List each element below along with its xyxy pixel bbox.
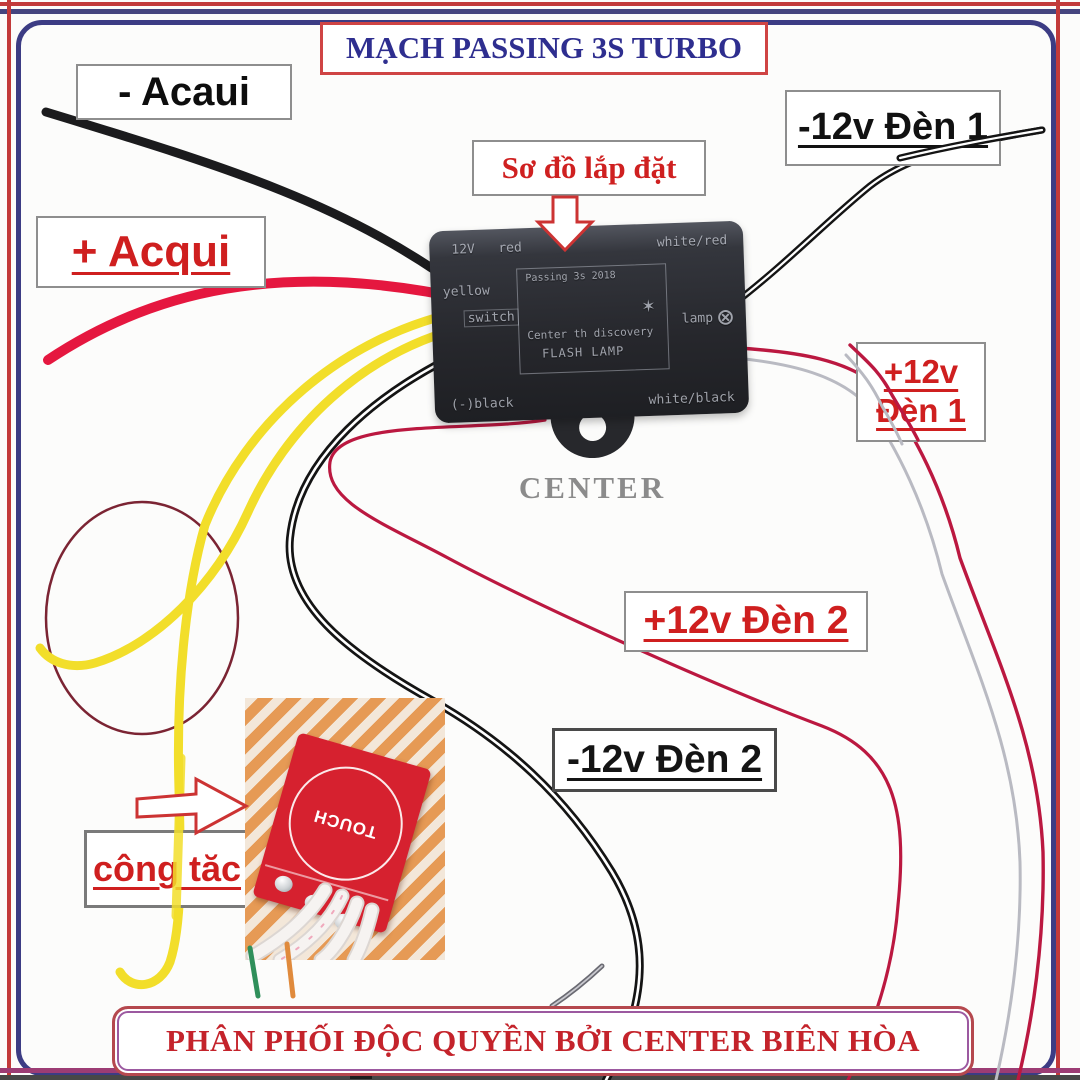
label-lamp2-positive-text: +12v Đèn 2	[643, 599, 849, 643]
frame-top-navy-line	[0, 9, 1080, 14]
label-lamp1-negative: -12v Đèn 1	[785, 90, 1001, 166]
label-lamp2-positive: +12v Đèn 2	[624, 591, 868, 652]
wire-whiteblack-over-lamp1-label	[896, 126, 1046, 162]
wire-orange-stub	[284, 941, 296, 999]
frame-bottom-dark-line	[0, 1075, 1080, 1080]
wire-yellow-a	[115, 305, 473, 990]
page-title: MẠCH PASSING 3S TURBO	[320, 22, 768, 75]
label-battery-positive-text: + Acqui	[71, 226, 231, 276]
label-switch-text: công tăc	[92, 848, 242, 890]
label-lamp1-positive-line1: +12v	[883, 353, 959, 391]
wire-red-battery-pos	[43, 276, 475, 365]
wire-whitered-over-lamp1pos-label	[848, 343, 920, 442]
footer-banner: PHÂN PHỐI ĐỘC QUYỀN BỞI CENTER BIÊN HÒA	[112, 1006, 974, 1076]
brand-center-text: CENTER	[518, 470, 667, 505]
frame-right-red-line	[1056, 0, 1060, 1080]
wire-gray-over-lamp1pos-label	[844, 353, 904, 446]
wire-yellow-b	[35, 321, 473, 671]
frame-top-red-line	[0, 2, 1080, 6]
wire-gray-right	[734, 356, 1022, 1080]
label-battery-positive: + Acqui	[36, 216, 266, 288]
wire-yellow-over-switch-label	[171, 753, 186, 921]
label-switch: công tăc	[84, 830, 250, 908]
wire-whitered-left	[328, 418, 903, 1080]
label-install-diagram: Sơ đồ lắp đặt	[472, 140, 706, 196]
wire-black-battery-neg	[41, 107, 475, 300]
label-lamp2-negative: -12v Đèn 2	[552, 728, 777, 792]
down-arrow-icon	[534, 195, 596, 253]
wire-gray-stub	[549, 963, 605, 1009]
label-lamp2-negative-text: -12v Đèn 2	[566, 737, 763, 781]
label-battery-negative: - Acaui	[76, 64, 292, 120]
right-arrow-icon	[135, 776, 250, 836]
touch-switch-photo: TOUCH	[245, 698, 445, 960]
label-lamp1-negative-text: -12v Đèn 1	[797, 106, 989, 149]
touch-wires	[245, 882, 380, 960]
wire-green-stub	[247, 945, 261, 999]
frame-left-red-line	[7, 0, 11, 1080]
label-lamp1-positive: +12v Đèn 1	[856, 342, 986, 442]
wire-loop-ellipse	[44, 500, 240, 736]
